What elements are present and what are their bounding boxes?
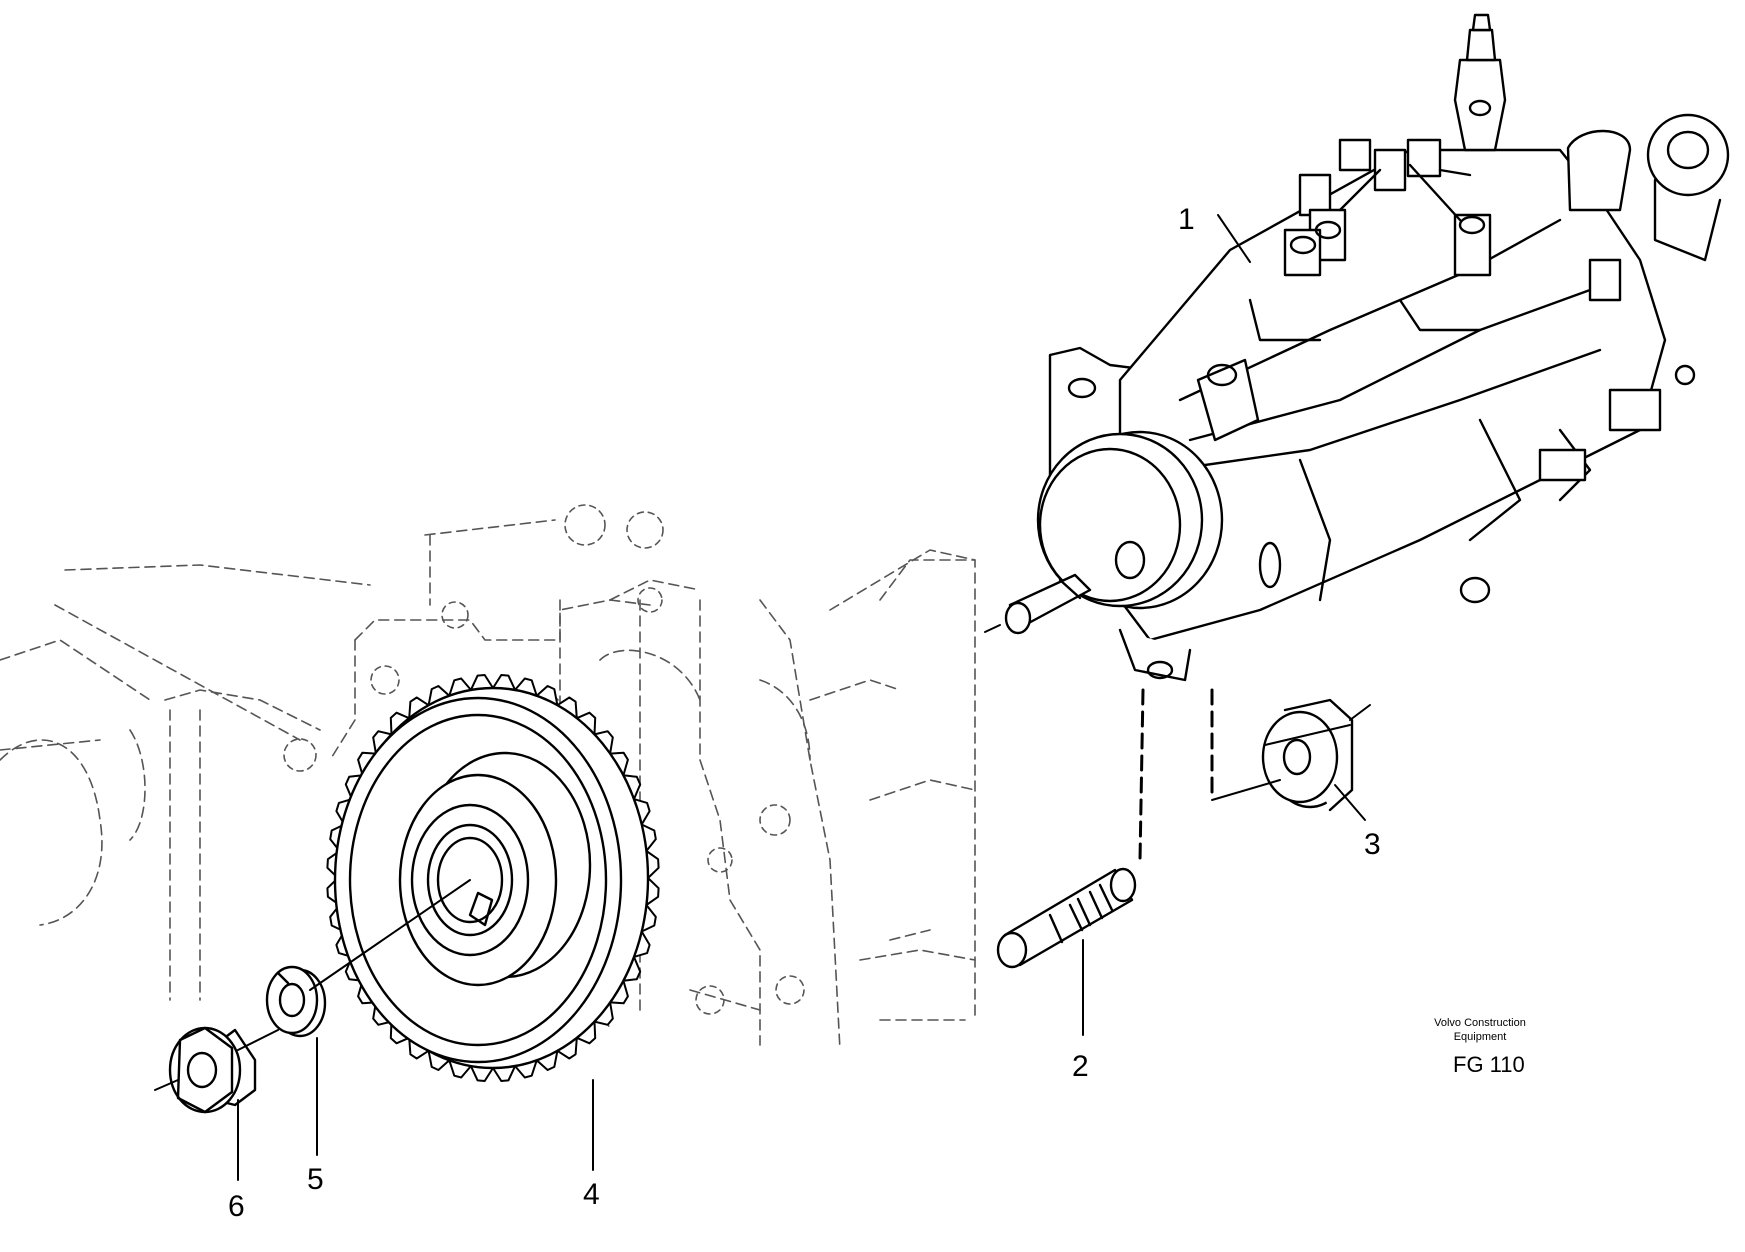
callout-3: 3 [1364, 828, 1381, 861]
stud-icon [998, 869, 1135, 967]
company-name-line2: Equipment [1453, 1030, 1507, 1043]
callout-2: 2 [1072, 1050, 1089, 1083]
company-caption: Volvo Construction Equipment [1380, 1017, 1580, 1045]
gear-wheel-icon [327, 675, 658, 1081]
company-name-line1: Volvo Construction [1434, 1017, 1526, 1029]
callout-4: 4 [583, 1178, 600, 1211]
callout-6: 6 [228, 1190, 245, 1223]
flange-nut-icon [1263, 700, 1352, 810]
delivery-valve-fittings [1285, 15, 1505, 275]
callout-5: 5 [307, 1163, 324, 1196]
leader-1 [1218, 215, 1250, 262]
lock-washer-icon [267, 967, 325, 1036]
hex-nut-icon [170, 1028, 255, 1112]
figure-code: FG 110 [1453, 1052, 1525, 1077]
callout-leader-lines [238, 215, 1365, 1180]
callout-1: 1 [1178, 203, 1195, 236]
leader-3 [1335, 785, 1365, 820]
assembly-axis-lines [155, 625, 1370, 1090]
injection-pump-icon [1006, 15, 1728, 680]
